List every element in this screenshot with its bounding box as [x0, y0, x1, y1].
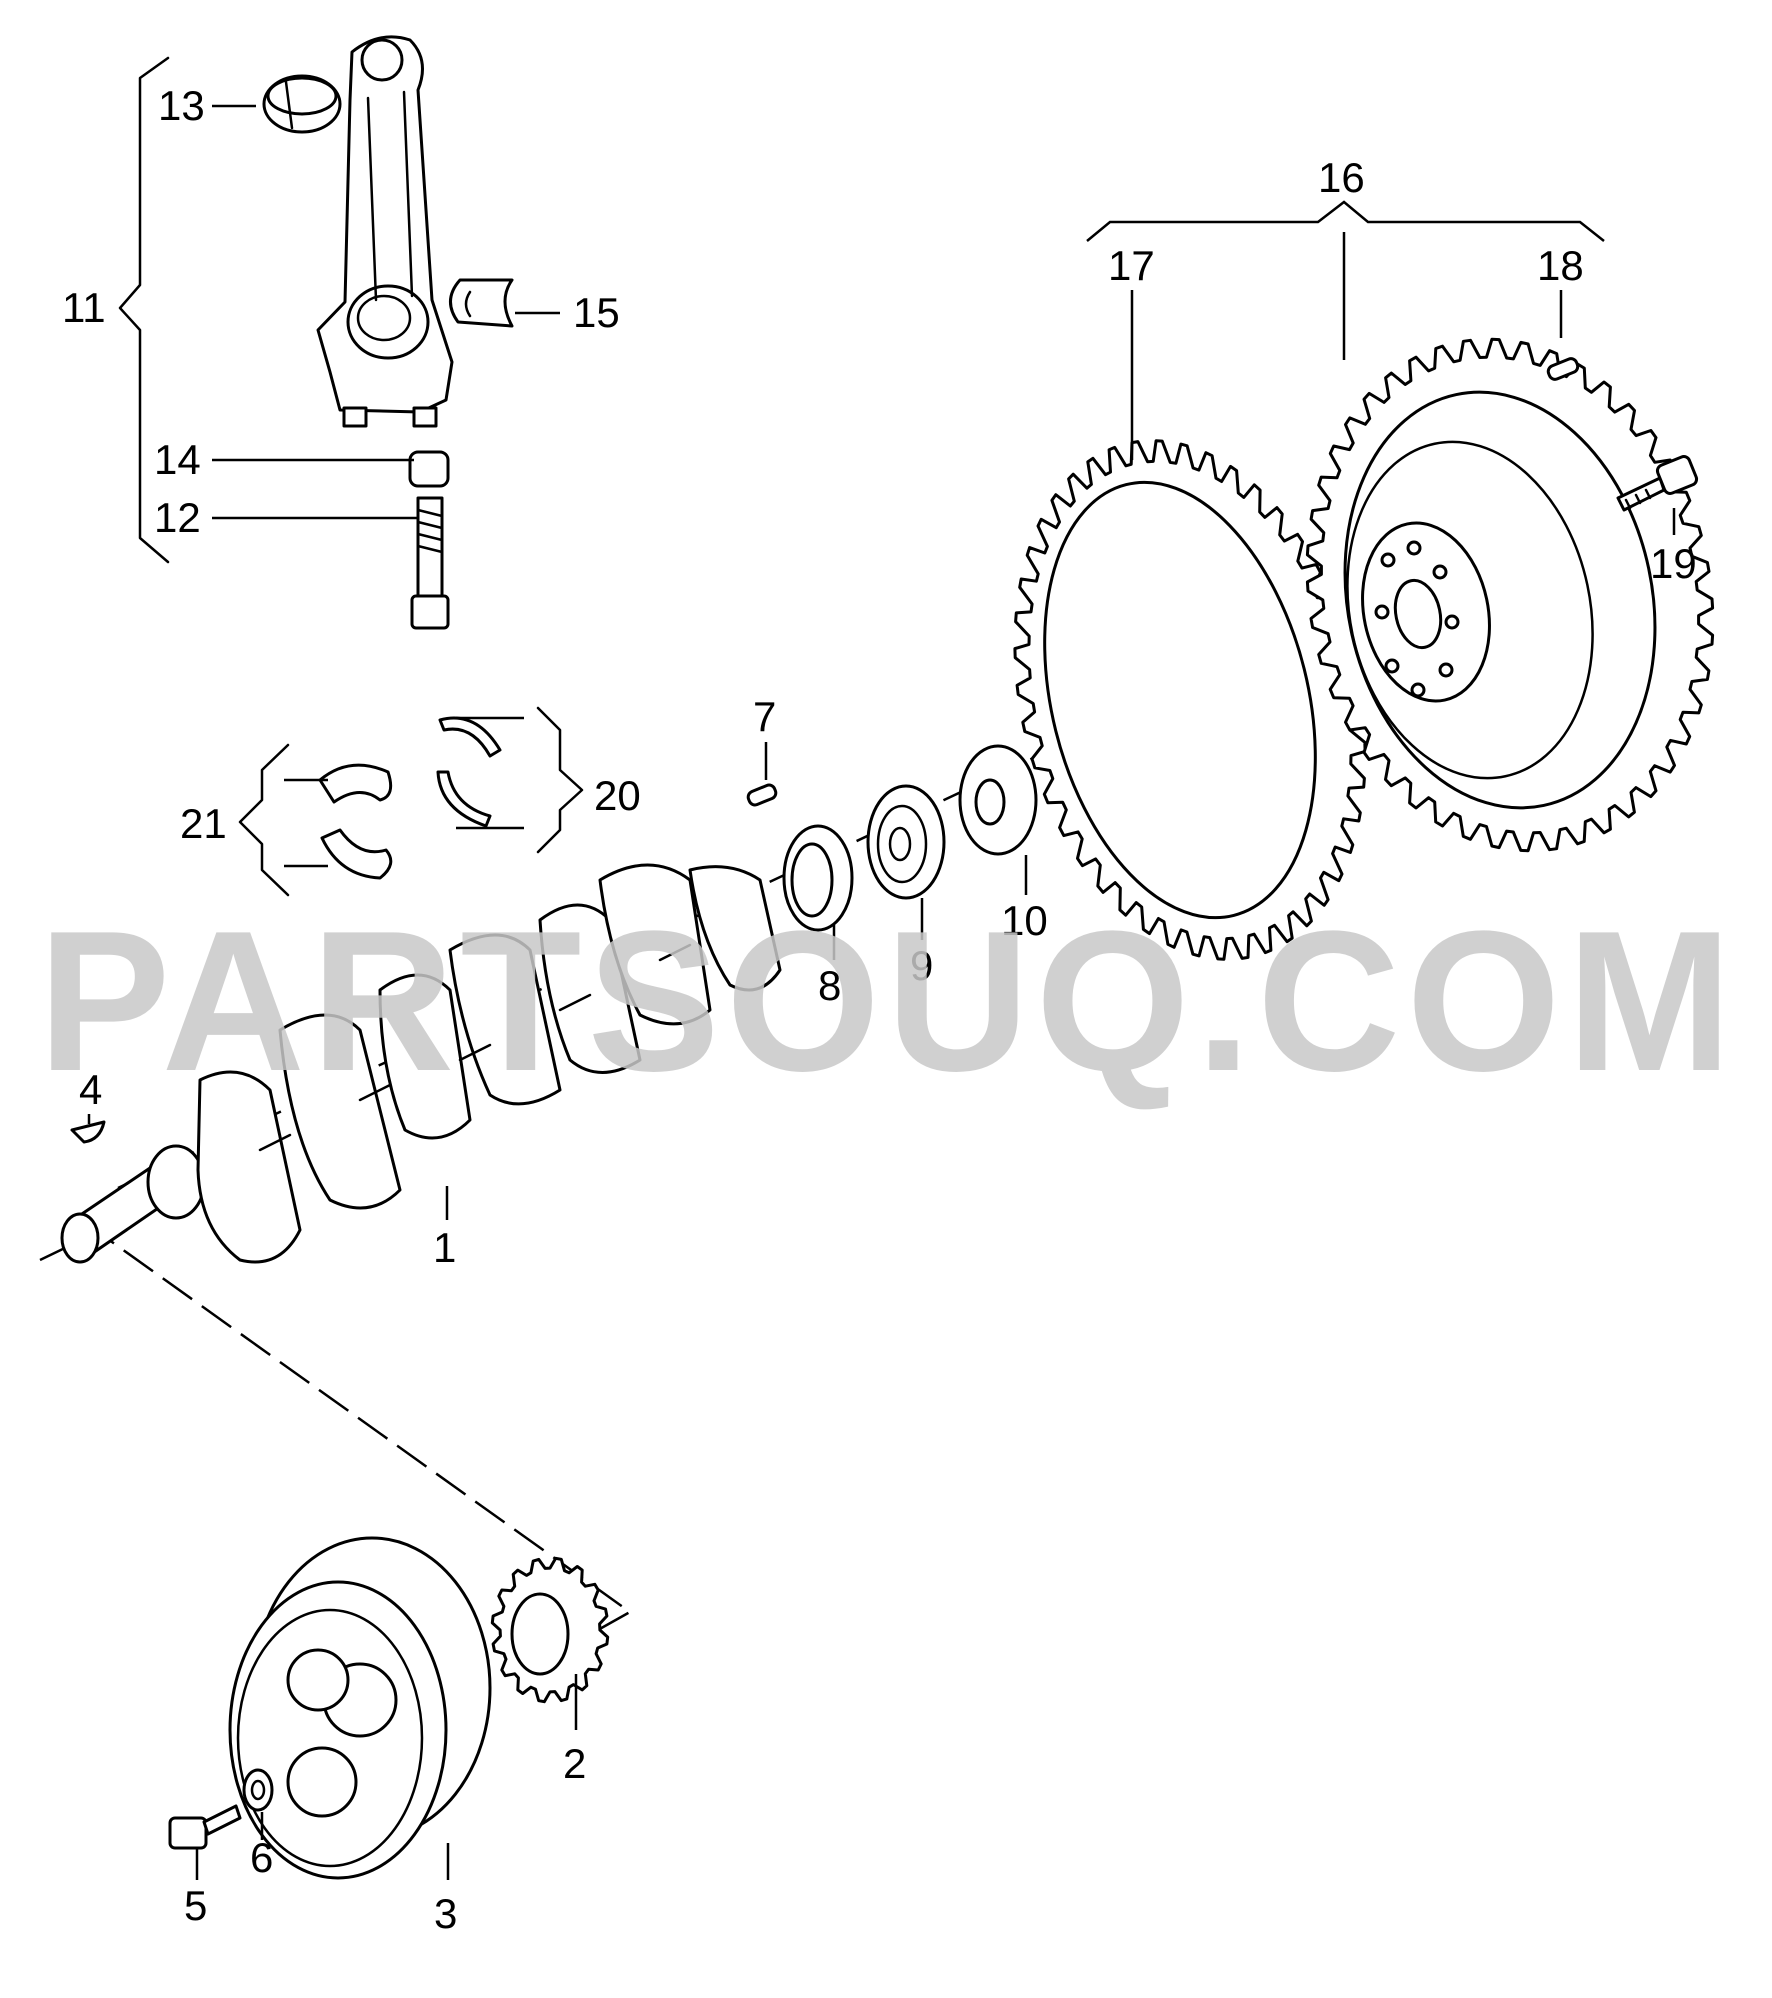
flywheel-dowel	[1546, 357, 1580, 381]
callout-9: 9	[910, 942, 933, 989]
callout-4: 4	[79, 1066, 102, 1113]
callout-6: 6	[250, 1834, 273, 1881]
small-end-bush	[262, 74, 342, 134]
woodruff-key	[70, 1120, 106, 1144]
callout-14: 14	[154, 436, 201, 483]
callout-8: 8	[818, 962, 841, 1009]
pulley-bolt	[168, 1804, 242, 1850]
callout-labels: 1 2 3 4 5 6 7 8 9 10 11 12 13 14 15 16 1…	[62, 82, 1697, 1937]
callout-11: 11	[62, 284, 106, 331]
callout-16: 16	[1318, 154, 1365, 201]
callout-21: 21	[180, 800, 227, 847]
callout-17: 17	[1108, 242, 1155, 289]
dowel-pin	[746, 783, 778, 807]
callout-7: 7	[753, 693, 776, 740]
callout-18: 18	[1537, 242, 1584, 289]
callout-15: 15	[573, 289, 620, 336]
vibration-damper-pulley	[228, 1536, 492, 1880]
thrust-washers	[436, 716, 502, 828]
leader-lines	[87, 104, 1676, 1880]
crankshaft-seal	[782, 824, 854, 932]
flywheel-bolt	[1616, 455, 1699, 512]
flywheel	[1305, 337, 1715, 853]
main-bearing-bracket	[238, 743, 290, 897]
callout-19: 19	[1650, 540, 1697, 587]
conrod-bearing-shell	[449, 278, 514, 328]
callout-1: 1	[433, 1224, 456, 1271]
callout-5: 5	[184, 1882, 207, 1929]
watermark: PARTSOUQ.COM	[38, 890, 1738, 1113]
spacer-washer	[958, 744, 1038, 856]
crankshaft-sprocket	[490, 1556, 610, 1704]
main-bearing-shells	[318, 763, 393, 880]
connecting-rod	[316, 35, 454, 428]
callout-3: 3	[434, 1890, 457, 1937]
ring-gear	[1013, 439, 1367, 961]
callout-20: 20	[594, 772, 641, 819]
thrust-washer-bracket	[536, 706, 584, 854]
connecting-rod-group-bracket	[118, 56, 170, 564]
crankshaft-flange	[866, 784, 946, 900]
callout-2: 2	[563, 1740, 586, 1787]
conrod-bolt	[410, 496, 450, 630]
callout-10: 10	[1001, 897, 1048, 944]
conrod-nut	[408, 450, 450, 488]
washer	[242, 1768, 274, 1812]
crankshaft	[60, 863, 782, 1264]
callout-13: 13	[158, 82, 205, 129]
callout-12: 12	[154, 494, 201, 541]
